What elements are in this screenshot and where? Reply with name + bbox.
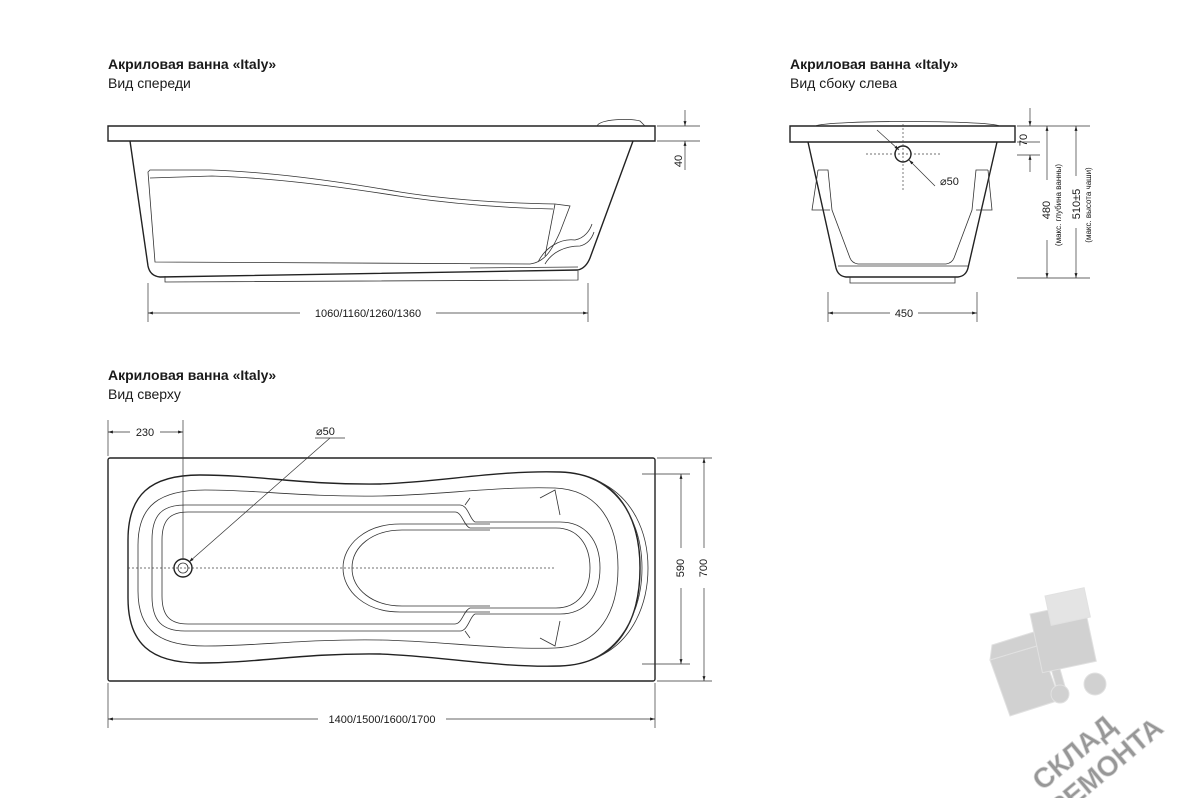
side-view-drawing: ⌀50 450 70 480 (макс. глубина ванны) 510…	[789, 108, 1093, 322]
side-width-dim-label: 450	[895, 308, 913, 320]
side-rim-dim-label: 70	[1018, 134, 1030, 146]
front-length-dim-label: 1060/1160/1260/1360	[315, 308, 421, 320]
front-rim-dim-label: 40	[673, 155, 685, 167]
front-view-drawing: 40 1060/1160/1260/1360	[107, 110, 700, 322]
side-depth-note: (макс. глубина ванны)	[1054, 164, 1063, 246]
top-outer-width-dim-label: 700	[698, 559, 710, 577]
front-view-title: Акриловая ванна «Italy»	[108, 56, 277, 72]
top-drain-dim-label: ⌀50	[316, 426, 335, 438]
top-view-title: Акриловая ванна «Italy»	[108, 367, 277, 383]
front-view-subtitle: Вид спереди	[108, 75, 191, 91]
side-drain-dim-label: ⌀50	[940, 176, 959, 188]
top-view-subtitle: Вид сверху	[108, 386, 181, 402]
top-drain-offset-dim-label: 230	[136, 427, 154, 439]
top-length-dim-label: 1400/1500/1600/1700	[328, 714, 435, 726]
side-view-title: Акриловая ванна «Italy»	[790, 56, 959, 72]
side-height-dim-label: 510±5	[1071, 189, 1083, 220]
side-view-subtitle: Вид сбоку слева	[790, 75, 898, 91]
watermark-logo: СКЛАД РЕМОНТА	[989, 587, 1169, 798]
side-depth-dim-label: 480	[1041, 201, 1053, 219]
forklift-icon	[989, 587, 1107, 717]
top-view-drawing: ⌀50 230 590 700 1400/1500/1600/1700	[107, 420, 712, 728]
top-inner-width-dim-label: 590	[675, 559, 687, 577]
side-height-note: (макс. высота чаши)	[1084, 167, 1093, 243]
